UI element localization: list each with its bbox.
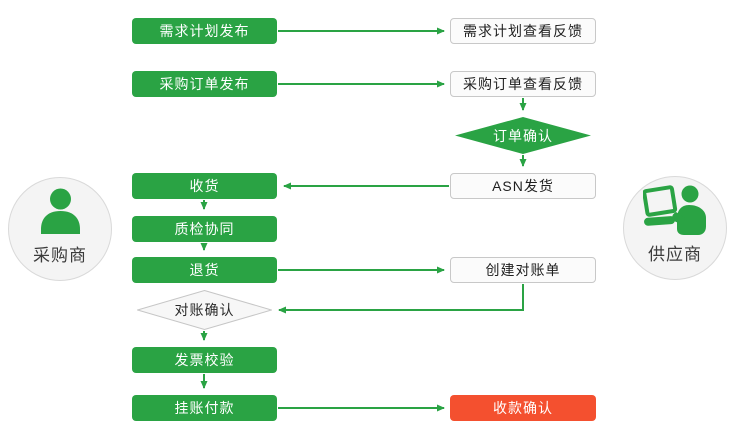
diamond-shape xyxy=(137,290,272,330)
decision-label: 对账确认 xyxy=(174,302,235,318)
decision-label: 订单确认 xyxy=(493,127,553,144)
node-receive-goods: 收货 xyxy=(132,173,277,199)
node-demand-plan-publish: 需求计划发布 xyxy=(132,18,277,44)
node-demand-plan-feedback: 需求计划查看反馈 xyxy=(450,18,596,44)
actor-label: 供应商 xyxy=(648,245,702,264)
actor-label: 采购商 xyxy=(33,246,87,265)
decision-statement-confirmation: 对账确认 xyxy=(137,290,272,330)
node-po-feedback: 采购订单查看反馈 xyxy=(450,71,596,97)
diamond-shape xyxy=(455,117,591,154)
node-book-payment: 挂账付款 xyxy=(132,395,277,421)
node-create-statement: 创建对账单 xyxy=(450,257,596,283)
node-asn-shipment: ASN发货 xyxy=(450,173,596,199)
actor-supplier: 供应商 xyxy=(623,176,727,280)
actor-buyer: 采购商 xyxy=(8,177,112,281)
decision-order-confirmation: 订单确认 xyxy=(455,117,591,154)
person-laptop-icon xyxy=(624,185,726,235)
node-quality-collaboration: 质检协同 xyxy=(132,216,277,242)
person-icon xyxy=(9,186,111,234)
node-return-goods: 退货 xyxy=(132,257,277,283)
node-receipt-confirmation: 收款确认 xyxy=(450,395,596,421)
node-invoice-verification: 发票校验 xyxy=(132,347,277,373)
node-po-publish: 采购订单发布 xyxy=(132,71,277,97)
